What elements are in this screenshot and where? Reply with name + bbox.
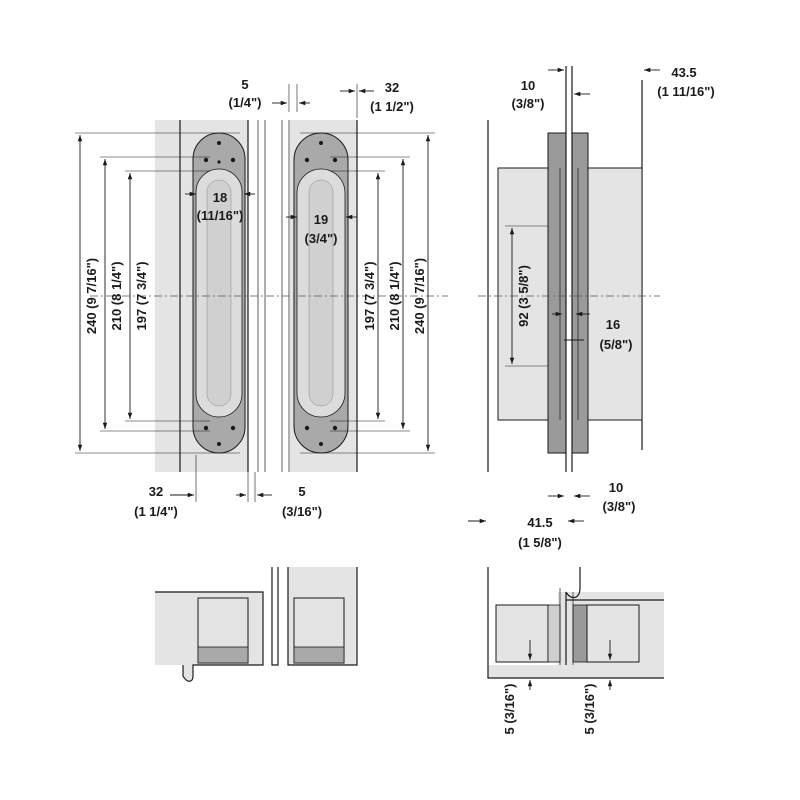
side-bottom-depth-value: 41.5 xyxy=(527,515,552,530)
edge-bottom-left-inch: (1 1/4") xyxy=(134,504,178,519)
side-view: 10 (3/8") 43.5 (1 11/16") 92 (3 5/8") 16… xyxy=(468,65,715,550)
section-side-right-block xyxy=(586,604,640,663)
side-plate-left xyxy=(547,132,567,454)
height-mid-left-label: 210 (8 1/4") xyxy=(109,261,124,330)
width-left-value: 18 xyxy=(213,190,227,205)
width-right-value: 19 xyxy=(314,212,328,227)
side-top-gap-inch: (3/8") xyxy=(512,96,545,111)
section-view-right: 5 (3/16") 5 (3/16") xyxy=(487,567,664,735)
side-pin-width-value: 16 xyxy=(606,317,620,332)
height-inner-right-label: 197 (7 3/4") xyxy=(362,261,377,330)
side-bottom-depth-inch: (1 5/8") xyxy=(518,535,562,550)
section-left-offset-label: 5 (3/16") xyxy=(502,684,517,735)
side-top-right-inch: (1 11/16") xyxy=(657,84,714,99)
section-side-left-block xyxy=(495,604,549,663)
width-left-inch: (11/16") xyxy=(197,208,244,223)
side-pin-height-label: 92 (3 5/8") xyxy=(516,265,531,327)
height-inner-left-label: 197 (7 3/4") xyxy=(134,261,149,330)
gap-top-value: 5 xyxy=(241,77,248,92)
height-overall-left-label: 240 (9 7/16") xyxy=(84,258,99,334)
edge-top-right-inch: (1 1/2") xyxy=(370,99,414,114)
height-overall-right-label: 240 (9 7/16") xyxy=(412,258,427,334)
section-right-offset-label: 5 (3/16") xyxy=(582,684,597,735)
side-bottom-gap-value: 10 xyxy=(609,480,623,495)
gap-top-inch: (1/4") xyxy=(229,95,262,110)
height-mid-right-label: 210 (8 1/4") xyxy=(387,261,402,330)
side-top-gap-value: 10 xyxy=(521,78,535,93)
gap-bottom-value: 5 xyxy=(298,484,305,499)
right-hinge-body xyxy=(293,132,349,454)
section-view-left xyxy=(155,567,358,682)
side-plate-right xyxy=(571,132,589,454)
width-right-inch: (3/4") xyxy=(305,231,338,246)
side-pin-width-inch: (5/8") xyxy=(600,337,633,352)
left-hinge-body xyxy=(192,132,246,454)
front-view: 240 (9 7/16") 210 (8 1/4") 197 (7 3/4") … xyxy=(75,77,448,519)
gap-bottom-inch: (3/16") xyxy=(282,504,322,519)
side-top-right-value: 43.5 xyxy=(671,65,696,80)
edge-top-right-value: 32 xyxy=(385,80,399,95)
edge-bottom-left-value: 32 xyxy=(149,484,163,499)
side-bottom-gap-inch: (3/8") xyxy=(603,499,636,514)
side-body-right xyxy=(577,167,643,421)
